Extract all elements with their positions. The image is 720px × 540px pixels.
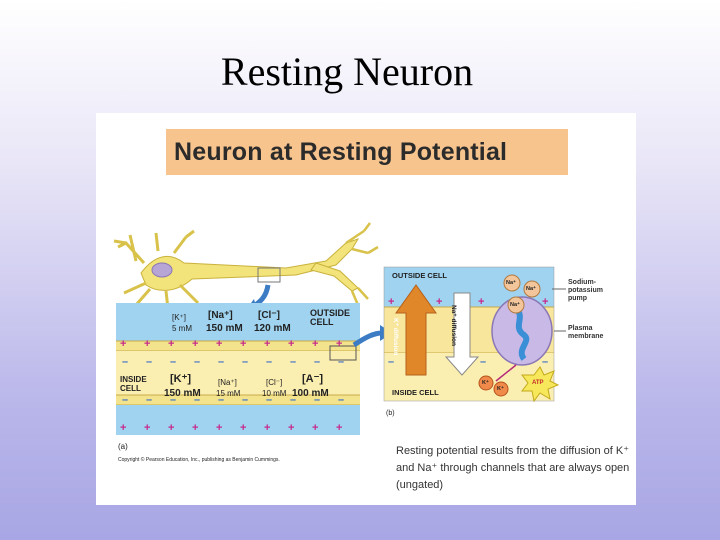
- neuron-nucleus: [152, 263, 172, 277]
- slide-title: Resting Neuron: [0, 48, 694, 95]
- out-na-conc: 150 mM: [206, 324, 243, 333]
- out-cl-conc: 120 mM: [254, 324, 291, 333]
- svg-text:+: +: [120, 422, 126, 434]
- panel-b-caption: Resting potential results from the diffu…: [396, 443, 632, 494]
- svg-text:+: +: [240, 338, 246, 350]
- k-ion-label-1: K⁺: [482, 379, 489, 388]
- out-k-name: [K⁺]: [172, 313, 186, 322]
- out-cl-name: [Cl⁻]: [258, 311, 280, 320]
- in-k-conc: 150 mM: [164, 389, 201, 398]
- svg-text:–: –: [542, 356, 548, 368]
- svg-text:+: +: [168, 422, 174, 434]
- svg-text:+: +: [216, 338, 222, 350]
- svg-text:–: –: [242, 394, 248, 406]
- na-diffusion-label: Na⁺ diffusion: [449, 305, 458, 346]
- outside-cell-label-b: OUTSIDE CELL: [392, 271, 447, 280]
- inside-cell-label-a: INSIDE CELL: [120, 375, 147, 393]
- svg-text:+: +: [240, 422, 246, 434]
- panel-b-tag: (b): [386, 409, 395, 418]
- na-ion-label-2: Na⁺: [526, 285, 536, 294]
- svg-text:–: –: [290, 356, 296, 368]
- svg-text:–: –: [146, 394, 152, 406]
- in-na-name: [Na⁺]: [218, 378, 237, 387]
- plus-row-top-1: +: [120, 338, 126, 350]
- out-k-conc: 5 mM: [172, 324, 192, 333]
- in-na-conc: 15 mM: [216, 389, 240, 398]
- membrane-label: Plasma membrane: [568, 325, 603, 341]
- inside-cell-label-b: INSIDE CELL: [392, 388, 439, 397]
- svg-text:+: +: [264, 338, 270, 350]
- neuron-figure: Neuron at Resting Potential ++++++++: [96, 113, 636, 505]
- svg-text:+: +: [216, 422, 222, 434]
- svg-text:+: +: [288, 338, 294, 350]
- svg-text:–: –: [388, 356, 394, 368]
- copyright-line: Copyright © Pearson Education, Inc., pub…: [118, 456, 338, 465]
- svg-text:+: +: [312, 338, 318, 350]
- svg-text:+: +: [144, 422, 150, 434]
- out-na-name: [Na⁺]: [208, 311, 233, 320]
- svg-text:+: +: [288, 422, 294, 434]
- membrane-top: [116, 341, 360, 351]
- in-a-conc: 100 mM: [292, 389, 329, 398]
- svg-text:+: +: [192, 422, 198, 434]
- in-cl-name: [Cl⁻]: [266, 378, 282, 387]
- outside-cell-label-a: OUTSIDE CELL: [310, 309, 350, 327]
- svg-text:+: +: [144, 338, 150, 350]
- in-a-name: [A⁻]: [302, 375, 323, 384]
- svg-text:–: –: [242, 356, 248, 368]
- atp-label: ATP: [532, 379, 544, 388]
- svg-text:+: +: [336, 422, 342, 434]
- outside-fluid-a-lower: [116, 405, 360, 435]
- panel-a-tag: (a): [118, 442, 128, 451]
- svg-text:–: –: [122, 394, 128, 406]
- na-ion-label-1: Na⁺: [506, 279, 516, 288]
- svg-text:–: –: [146, 356, 152, 368]
- svg-text:+: +: [436, 296, 442, 308]
- k-diffusion-label: K⁺ diffusion: [391, 318, 400, 355]
- pump-label: Sodium- potassium pump: [568, 279, 603, 303]
- svg-text:–: –: [194, 356, 200, 368]
- svg-text:+: +: [542, 296, 548, 308]
- in-cl-conc: 10 mM: [262, 389, 286, 398]
- svg-text:–: –: [480, 356, 486, 368]
- svg-text:–: –: [314, 356, 320, 368]
- svg-text:–: –: [218, 356, 224, 368]
- in-k-name: [K⁺]: [170, 375, 191, 384]
- svg-text:+: +: [336, 338, 342, 350]
- na-ion-label-3: Na⁺: [510, 301, 520, 310]
- svg-text:–: –: [170, 356, 176, 368]
- svg-text:+: +: [388, 296, 394, 308]
- svg-text:+: +: [312, 422, 318, 434]
- svg-text:–: –: [338, 356, 344, 368]
- svg-text:+: +: [168, 338, 174, 350]
- svg-text:+: +: [192, 338, 198, 350]
- svg-text:–: –: [338, 394, 344, 406]
- svg-text:–: –: [122, 356, 128, 368]
- svg-text:+: +: [264, 422, 270, 434]
- svg-text:–: –: [266, 356, 272, 368]
- k-ion-label-2: K⁺: [497, 385, 504, 394]
- svg-text:+: +: [478, 296, 484, 308]
